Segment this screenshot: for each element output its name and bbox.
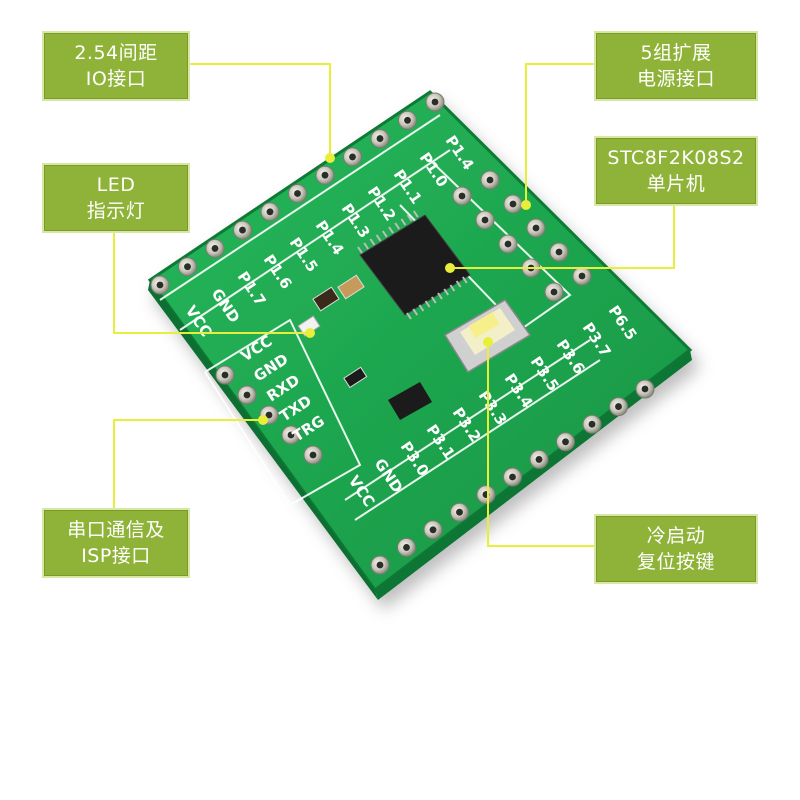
callout-uart-line1: 串口通信及 xyxy=(67,519,165,541)
bottom-pad-hole xyxy=(588,420,596,428)
chip-pin xyxy=(430,296,437,304)
chip-pin xyxy=(363,242,370,250)
bottom-header-pads xyxy=(370,379,655,575)
silkscreen-lines xyxy=(159,114,601,521)
top-pad-hole xyxy=(294,190,301,197)
callout-led-line1: LED xyxy=(96,174,136,196)
chip-pin xyxy=(449,284,456,292)
chip-pin xyxy=(412,210,419,218)
chip-pin xyxy=(424,300,431,308)
chip-pin xyxy=(357,246,363,254)
callout-reset-line1: 冷启动 xyxy=(646,525,706,547)
callout-uart-line2: ISP接口 xyxy=(81,545,151,567)
callout-mcu: STC8F2K08S2 单片机 xyxy=(594,136,758,206)
leader-dots xyxy=(258,153,531,425)
chip-pin xyxy=(455,280,462,288)
callout-reset-line2: 复位按键 xyxy=(636,551,715,573)
power-pad-hole xyxy=(486,176,494,184)
chip-pin xyxy=(406,312,412,320)
reset-button-component xyxy=(443,299,532,374)
top-pad-hole xyxy=(266,208,274,216)
callout-reset: 冷启动 复位按键 xyxy=(594,514,758,584)
chip-pin xyxy=(406,214,413,222)
callout-mcu-line2: 单片机 xyxy=(646,173,706,195)
smd-components xyxy=(297,274,432,420)
top-header-pads xyxy=(150,92,445,295)
power-pad-hole xyxy=(532,224,540,232)
callout-led: LED 指示灯 xyxy=(42,163,190,233)
power-pad-hole xyxy=(578,272,586,280)
top-pad-hole xyxy=(211,244,219,252)
top-pad-hole xyxy=(239,226,246,234)
uart-pad-hole xyxy=(287,431,295,439)
callout-power: 5组扩展 电源接口 xyxy=(594,31,758,101)
chip-pin xyxy=(400,218,407,226)
chip-pin xyxy=(418,304,425,312)
callout-uart-isp: 串口通信及 ISP接口 xyxy=(42,508,190,578)
power-pad-hole xyxy=(509,200,517,208)
top-pad-hole xyxy=(184,263,191,271)
bottom-pad-hole xyxy=(615,403,622,411)
power-header-pads xyxy=(452,170,592,302)
top-pad-hole xyxy=(404,116,411,124)
bottom-pad-hole xyxy=(403,543,410,551)
leader-lines xyxy=(113,63,675,547)
chip-pin xyxy=(412,308,419,316)
bottom-pad-hole xyxy=(535,455,543,463)
callout-io-line2: IO接口 xyxy=(85,68,147,90)
bottom-pad-hole xyxy=(429,526,437,534)
callout-power-line2: 电源接口 xyxy=(636,68,715,90)
chip-pin xyxy=(461,276,468,284)
chip-pin xyxy=(381,230,388,238)
uart-pad-hole xyxy=(243,391,251,399)
top-pad-hole xyxy=(431,98,439,106)
bottom-pad-hole xyxy=(641,385,649,393)
power-pad-hole xyxy=(458,192,466,200)
chip-pin xyxy=(375,234,382,242)
chip-pin xyxy=(443,288,450,296)
uart-pad-hole xyxy=(221,371,229,379)
top-pad-hole xyxy=(349,153,356,161)
callout-io-header: 2.54间距 IO接口 xyxy=(42,31,190,101)
uart-header-pads xyxy=(215,365,323,465)
top-pad-hole xyxy=(156,281,164,289)
power-pad-hole xyxy=(481,216,489,224)
power-pad-hole xyxy=(550,288,558,296)
bottom-pad-hole xyxy=(456,508,463,516)
chip-pin xyxy=(388,226,394,234)
chip-pin xyxy=(394,222,401,230)
bottom-pad-hole xyxy=(376,561,384,569)
mcu-chip xyxy=(357,210,471,320)
uart-pad-hole xyxy=(265,411,273,419)
power-pad-hole xyxy=(504,240,512,248)
callout-mcu-line1: STC8F2K08S2 xyxy=(607,147,745,169)
callout-io-line1: 2.54间距 xyxy=(74,42,158,64)
callout-led-line2: 指示灯 xyxy=(86,200,146,222)
chip-pin xyxy=(369,238,376,246)
chip-pin xyxy=(437,292,443,300)
top-pad-hole xyxy=(376,135,384,143)
uart-pad-hole xyxy=(309,451,317,459)
callout-power-line1: 5组扩展 xyxy=(640,42,712,64)
bottom-pad-hole xyxy=(509,473,516,481)
top-pad-hole xyxy=(321,171,329,179)
power-pad-hole xyxy=(555,248,563,256)
bottom-pad-hole xyxy=(562,438,569,446)
